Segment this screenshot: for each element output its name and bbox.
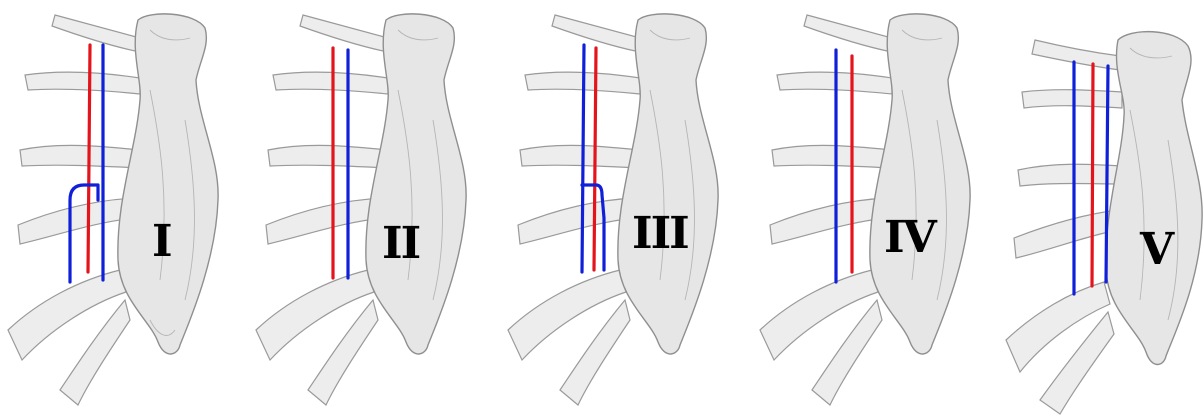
panel-3: III xyxy=(500,0,740,420)
sternum xyxy=(870,14,970,354)
panel-label-5: V xyxy=(1140,228,1172,272)
artery-line xyxy=(1092,64,1093,286)
sternum-illustration-2 xyxy=(248,0,488,420)
sternum xyxy=(1106,32,1202,365)
panel-label-1: I xyxy=(152,220,171,264)
panel-1: I xyxy=(0,0,240,420)
artery-line xyxy=(594,48,596,270)
vein-loop xyxy=(70,185,98,282)
ribs xyxy=(1006,40,1122,414)
panel-label-4: IV xyxy=(884,216,935,260)
sternum xyxy=(618,14,718,354)
panel-label-2: II xyxy=(382,222,419,266)
sternum-illustration-1 xyxy=(0,0,240,420)
sternum-illustration-4 xyxy=(752,0,992,420)
sternum xyxy=(118,14,218,354)
vein-line xyxy=(582,45,584,272)
panel-2: II xyxy=(248,0,488,420)
panel-4: IV xyxy=(752,0,992,420)
panel-5: V xyxy=(1000,0,1204,420)
panel-label-3: III xyxy=(632,212,688,256)
vein-line-right xyxy=(1106,66,1108,282)
sternum-illustration-3 xyxy=(500,0,740,420)
sternum xyxy=(366,14,466,354)
artery-line xyxy=(88,45,90,272)
sternum-illustration-5 xyxy=(1000,0,1204,420)
